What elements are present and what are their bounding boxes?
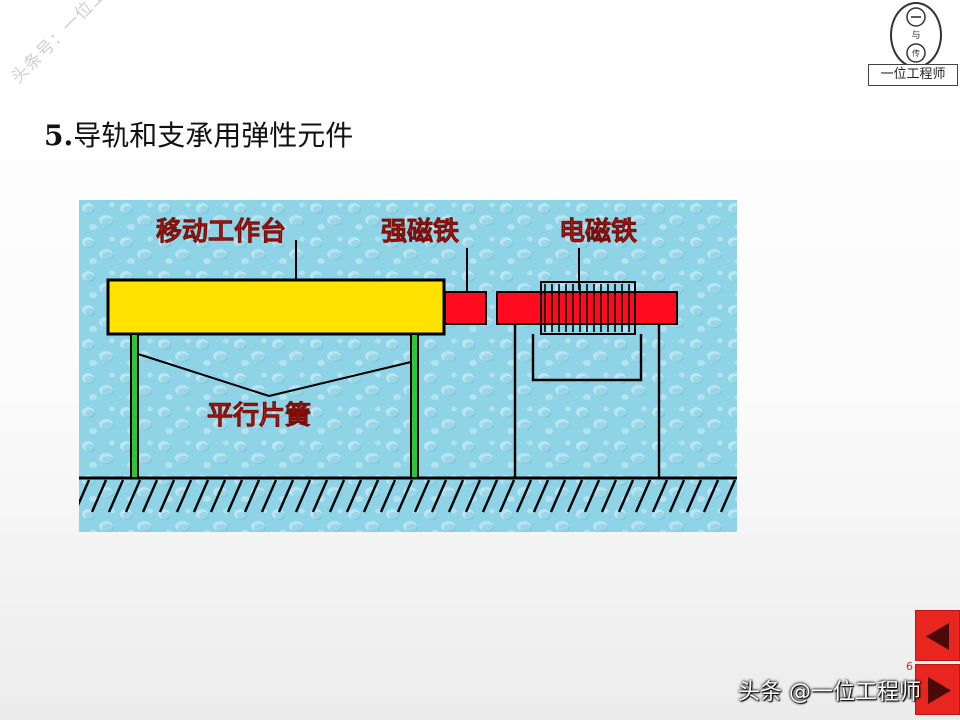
leader-lines <box>137 240 580 397</box>
ground-base <box>79 476 737 513</box>
logo-label: 一位工程师 <box>868 64 958 86</box>
watermark: 头条号：一位工程师 <box>7 0 137 88</box>
page-title: 5.导轨和支承用弹性元件 <box>44 114 353 154</box>
svg-text:与: 与 <box>911 30 920 41</box>
triangle-left-icon <box>926 623 949 650</box>
svg-text:传: 传 <box>912 48 920 58</box>
previous-slide-button[interactable] <box>915 610 960 661</box>
label-worktable: 移动工作台 <box>156 216 286 247</box>
brand-logo: 与 传 一位工程师 <box>868 0 960 88</box>
title-number: 5. <box>44 119 74 152</box>
title-text: 导轨和支承用弹性元件 <box>73 119 354 152</box>
guide-rail-diagram: 移动工作台 强磁铁 电磁铁 平行片簧 <box>79 200 737 532</box>
label-leaf-springs: 平行片簧 <box>207 400 311 431</box>
strong-magnet <box>444 291 487 325</box>
leaf-spring-left <box>130 333 139 479</box>
triangle-right-icon <box>928 677 951 704</box>
electromagnet-coil <box>540 281 636 335</box>
page-number: 6 <box>906 660 913 673</box>
footer-credit: 头条 @一位工程师 <box>738 680 921 705</box>
electromagnet-frame <box>513 324 661 478</box>
logo-seal: 与 传 <box>890 2 942 68</box>
leaf-spring-right <box>410 333 419 479</box>
label-strong-magnet: 强磁铁 <box>381 216 459 247</box>
next-slide-button[interactable] <box>915 664 960 715</box>
moving-worktable <box>106 278 446 336</box>
label-electromagnet: 电磁铁 <box>559 216 637 247</box>
